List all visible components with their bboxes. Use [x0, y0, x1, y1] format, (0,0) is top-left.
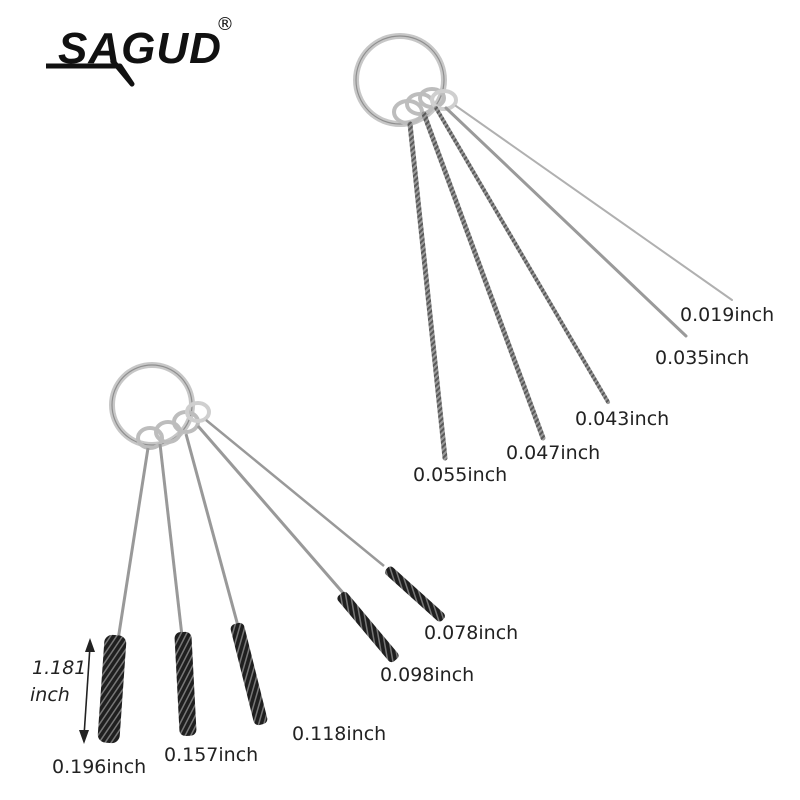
- split-ring: [418, 87, 446, 109]
- length-value: 1.181: [32, 657, 87, 679]
- bristle-0.157: [174, 631, 197, 737]
- label-0.078: 0.078inch: [424, 622, 519, 644]
- label-0.019: 0.019inch: [680, 304, 775, 326]
- fine-brush-set: [353, 33, 733, 461]
- brush-0.047: [421, 111, 546, 441]
- label-0.043: 0.043inch: [575, 408, 670, 430]
- brand-logo: SAGUD: [58, 24, 222, 73]
- brush-0.043: [434, 106, 610, 404]
- label-0.098: 0.098inch: [380, 664, 475, 686]
- brush-0.055: [407, 121, 448, 461]
- length-unit: inch: [30, 684, 70, 706]
- split-ring: [136, 426, 164, 450]
- label-0.118: 0.118inch: [292, 723, 387, 745]
- split-ring: [430, 89, 458, 111]
- brush-0.035: [444, 106, 688, 338]
- large-brush-set: [97, 362, 445, 744]
- bristle-0.098: [337, 591, 399, 663]
- label-0.196: 0.196inch: [52, 756, 147, 778]
- label-0.157: 0.157inch: [164, 744, 259, 766]
- length-dimension-arrow: [79, 638, 95, 744]
- label-0.055: 0.055inch: [413, 464, 508, 486]
- bristle-0.196: [97, 634, 127, 744]
- label-0.035: 0.035inch: [655, 347, 750, 369]
- bristle-0.078: [385, 566, 445, 622]
- logo-swoosh: [46, 58, 135, 87]
- bristle-0.118: [230, 622, 268, 726]
- label-0.047: 0.047inch: [506, 442, 601, 464]
- brush-0.019: [455, 105, 733, 301]
- registered-mark: ®: [216, 14, 234, 35]
- split-ring: [185, 401, 211, 423]
